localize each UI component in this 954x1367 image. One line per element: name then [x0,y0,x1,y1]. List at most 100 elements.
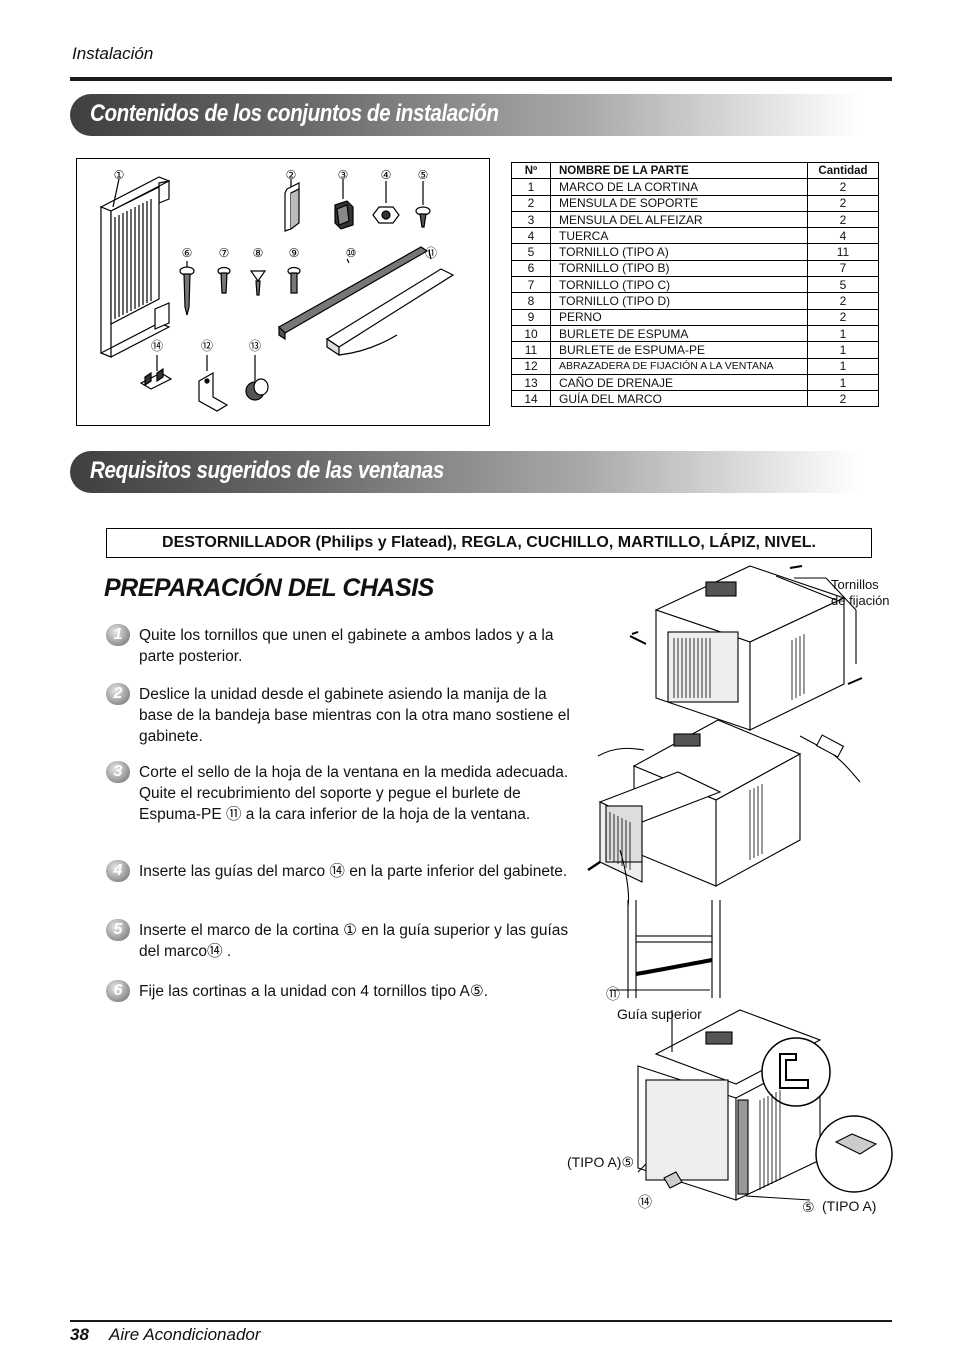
step-number-badge: 2 [106,683,130,705]
row-qty: 1 [807,341,879,359]
callout-11: ⑪ [425,246,437,260]
label-fixing-screws: Tornillos [831,577,879,592]
row-qty: 1 [807,373,879,392]
footer-page-number: 38 [70,1325,89,1344]
row-number: 7 [511,276,551,294]
row-qty: 2 [807,178,879,196]
row-name: ABRAZADERA DE FIJACIÓN A LA VENTANA [550,357,808,375]
row-name: CAÑO DE DRENAJE [550,373,808,392]
row-number: 12 [511,357,551,375]
section-title: Contenidos de los conjuntos de instalaci… [90,100,499,127]
step-text: Inserte las guías del marco ⑭ en la part… [139,863,568,880]
step-number-badge: 3 [106,761,130,783]
col-header-number: Nº [511,161,551,180]
row-qty: 2 [807,194,879,212]
chassis-title: PREPARACIÓN DEL CHASIS [104,574,434,602]
callout-2: ② [286,168,297,182]
callout-9: ⑨ [289,246,300,260]
label-type-a-right: (TIPO A) [822,1198,877,1214]
step-text: Deslice la unidad desde el gabinete asie… [139,686,570,745]
row-qty: 1 [807,324,879,343]
row-qty: 2 [807,308,879,326]
sill-bracket-drawing [334,179,354,230]
row-qty: 1 [807,357,879,375]
unit-slide-out-drawing [587,719,861,907]
step-text: Corte el sello de la hoja de la ventana … [139,764,569,823]
row-name: TORNILLO (TIPO C) [550,276,808,294]
curtain-install-drawing [637,1009,893,1201]
label-type-a-right-number: ⑤ [802,1199,815,1215]
row-number: 3 [511,210,551,229]
row-number: 8 [511,292,551,310]
support-bracket-drawing [284,179,300,232]
row-number: 9 [511,308,551,326]
row-number: 14 [511,390,551,408]
unit-removal-screws-drawing [629,565,863,731]
callout-13: ⑬ [249,339,261,353]
label-guide-number: ⑭ [638,1194,652,1210]
row-number: 10 [511,324,551,343]
curtain-frame-drawing [99,176,171,358]
row-name: TUERCA [550,227,808,245]
step-text: Quite los tornillos que unen el gabinete… [139,627,554,665]
screws-row-drawing [179,261,301,316]
row-number: 4 [511,227,551,245]
section-header-contents: Contenidos de los conjuntos de instalaci… [70,94,860,136]
footer-title: Aire Acondicionador [109,1325,261,1344]
row-qty: 7 [807,259,879,278]
row-number: 6 [511,259,551,278]
label-fixing: de fijación [831,593,890,608]
callout-1: ① [114,168,125,182]
callout-8: ⑧ [253,246,264,260]
row-name: PERNO [550,308,808,326]
callout-4: ④ [381,168,392,182]
window-sash-drawing [610,900,721,998]
row-qty: 5 [807,276,879,294]
section-header-requirements: Requisitos sugeridos de las ventanas [70,451,860,493]
section-title: Requisitos sugeridos de las ventanas [90,457,444,484]
running-header: Instalación [72,44,154,63]
step-number-badge: 4 [106,860,130,882]
row-number: 13 [511,373,551,392]
row-qty: 11 [807,243,879,261]
step-number-badge: 6 [106,980,130,1002]
row-name: BURLETE de ESPUMA-PE [550,341,808,359]
label-type-a-left: (TIPO A)⑤ [567,1154,634,1170]
header-rule [70,77,892,81]
row-number: 11 [511,341,551,359]
callout-14: ⑭ [151,339,163,353]
callout-3: ③ [338,168,349,182]
nut-drawing [372,181,400,224]
callout-5: ⑤ [418,168,429,182]
step-number-badge: 5 [106,919,130,941]
row-name: MENSULA DEL ALFEIZAR [550,210,808,229]
callout-6: ⑥ [182,246,193,260]
lower-parts-drawing [139,355,269,412]
callout-10: ⑩ [346,246,357,260]
parts-figure: ① ② ③ ④ ⑤ ⑥ ⑦ ⑧ ⑨ ⑩ ⑪ ⑫ ⑬ ⑭ [76,158,490,426]
step-number-badge: 1 [106,624,130,646]
row-qty: 4 [807,227,879,245]
row-name: MARCO DE LA CORTINA [550,178,808,196]
row-qty: 2 [807,210,879,229]
row-name: BURLETE DE ESPUMA [550,324,808,343]
row-name: TORNILLO (TIPO B) [550,259,808,278]
row-name: TORNILLO (TIPO D) [550,292,808,310]
footer-rule [70,1320,892,1322]
parts-illustration: ① ② ③ ④ ⑤ ⑥ ⑦ ⑧ ⑨ ⑩ ⑪ ⑫ ⑬ ⑭ [99,168,455,412]
chassis-illustration [587,565,893,1201]
row-name: MENSULA DE SOPORTE [550,194,808,212]
step-text: Inserte el marco de la cortina ① en la g… [139,922,569,960]
